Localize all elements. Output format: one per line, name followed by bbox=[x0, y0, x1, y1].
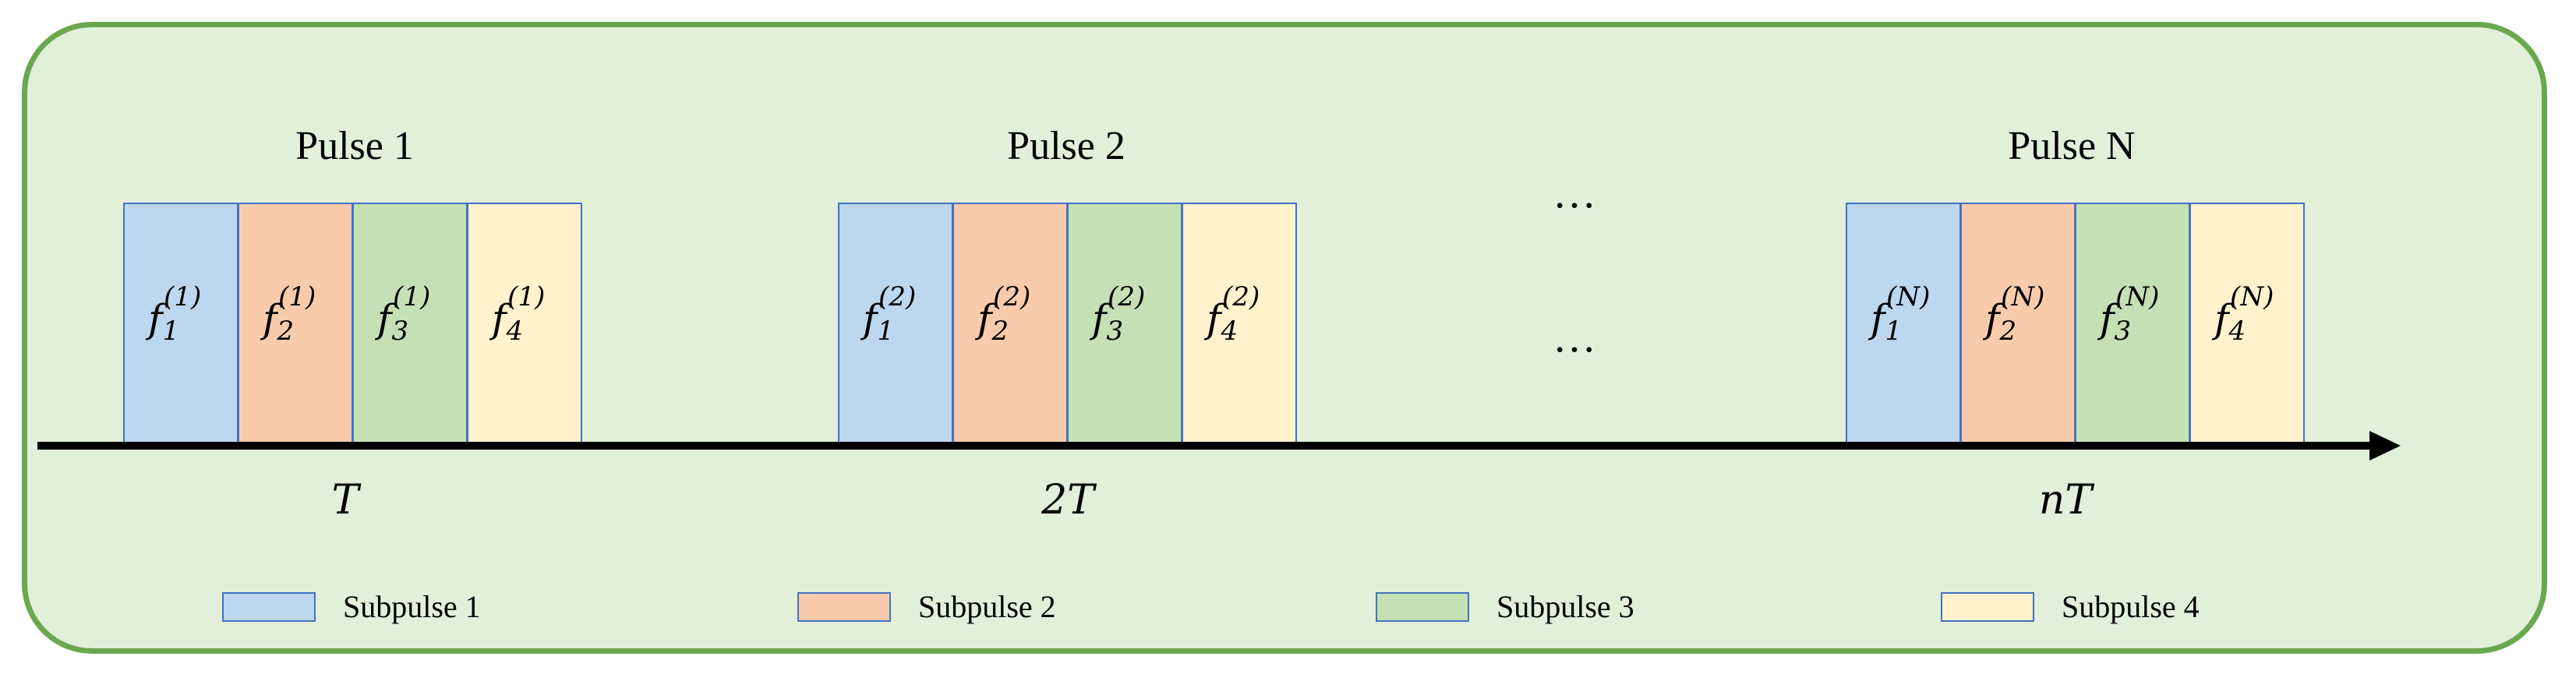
pulse-2-title: Pulse 2 bbox=[1007, 124, 1125, 168]
pulse-1-subpulse-2: f2(1) bbox=[238, 203, 353, 444]
subpulse-frequency-label: f3(N) bbox=[2100, 281, 2160, 347]
subpulse-frequency-label: f1(1) bbox=[148, 281, 202, 347]
pulse-1-subpulse-4: f4(1) bbox=[467, 203, 582, 444]
pulse-2-subpulse-3: f3(2) bbox=[1067, 203, 1182, 444]
pulse-2-subpulse-4: f4(2) bbox=[1182, 203, 1297, 444]
pulse-1-subpulse-1: f1(1) bbox=[123, 203, 239, 444]
ellipsis-top: … bbox=[1553, 169, 1596, 217]
pulse-n-subpulse-3: f3(N) bbox=[2075, 203, 2190, 444]
subpulse-frequency-label: f3(2) bbox=[1092, 281, 1146, 347]
pulse-n-subpulse-2: f2(N) bbox=[1960, 203, 2076, 444]
subpulse-frequency-label: f2(2) bbox=[977, 281, 1031, 347]
pulse-1-subpulse-3: f3(1) bbox=[352, 203, 468, 444]
ellipsis-middle: … bbox=[1553, 313, 1596, 362]
time-axis-arrowhead-icon bbox=[2369, 431, 2401, 461]
pulse-n-subpulse-1: f1(N) bbox=[1846, 203, 1961, 444]
legend-swatch bbox=[797, 592, 891, 622]
pulse-n-time-label: nT bbox=[2038, 477, 2093, 524]
subpulse-frequency-label: f4(2) bbox=[1207, 281, 1260, 347]
legend-label: Subpulse 3 bbox=[1496, 589, 1634, 624]
pulse-2-subpulse-1: f1(2) bbox=[838, 203, 953, 444]
pulse-2-time-label: 2T bbox=[1041, 477, 1094, 524]
legend-label: Subpulse 2 bbox=[918, 589, 1056, 624]
subpulse-frequency-label: f2(N) bbox=[1985, 281, 2045, 347]
subpulse-frequency-label: f2(1) bbox=[263, 281, 316, 347]
subpulse-frequency-label: f4(1) bbox=[492, 281, 546, 347]
subpulse-frequency-label: f1(N) bbox=[1871, 281, 1931, 347]
pulse-1-title: Pulse 1 bbox=[295, 124, 414, 168]
pulse-1-time-label: T bbox=[331, 477, 359, 524]
pulse-n-subpulse-4: f4(N) bbox=[2189, 203, 2305, 444]
legend-label: Subpulse 1 bbox=[343, 589, 481, 624]
pulse-n-title: Pulse N bbox=[2008, 124, 2136, 168]
legend-swatch bbox=[1376, 592, 1469, 622]
subpulse-frequency-label: f4(N) bbox=[2214, 281, 2274, 347]
pulse-2-subpulse-2: f2(2) bbox=[952, 203, 1068, 444]
legend-swatch bbox=[222, 592, 316, 622]
subpulse-frequency-label: f3(1) bbox=[377, 281, 431, 347]
subpulse-frequency-label: f1(2) bbox=[863, 281, 917, 347]
legend-swatch bbox=[1941, 592, 2034, 622]
legend-label: Subpulse 4 bbox=[2062, 589, 2200, 624]
time-axis-line bbox=[37, 442, 2372, 450]
